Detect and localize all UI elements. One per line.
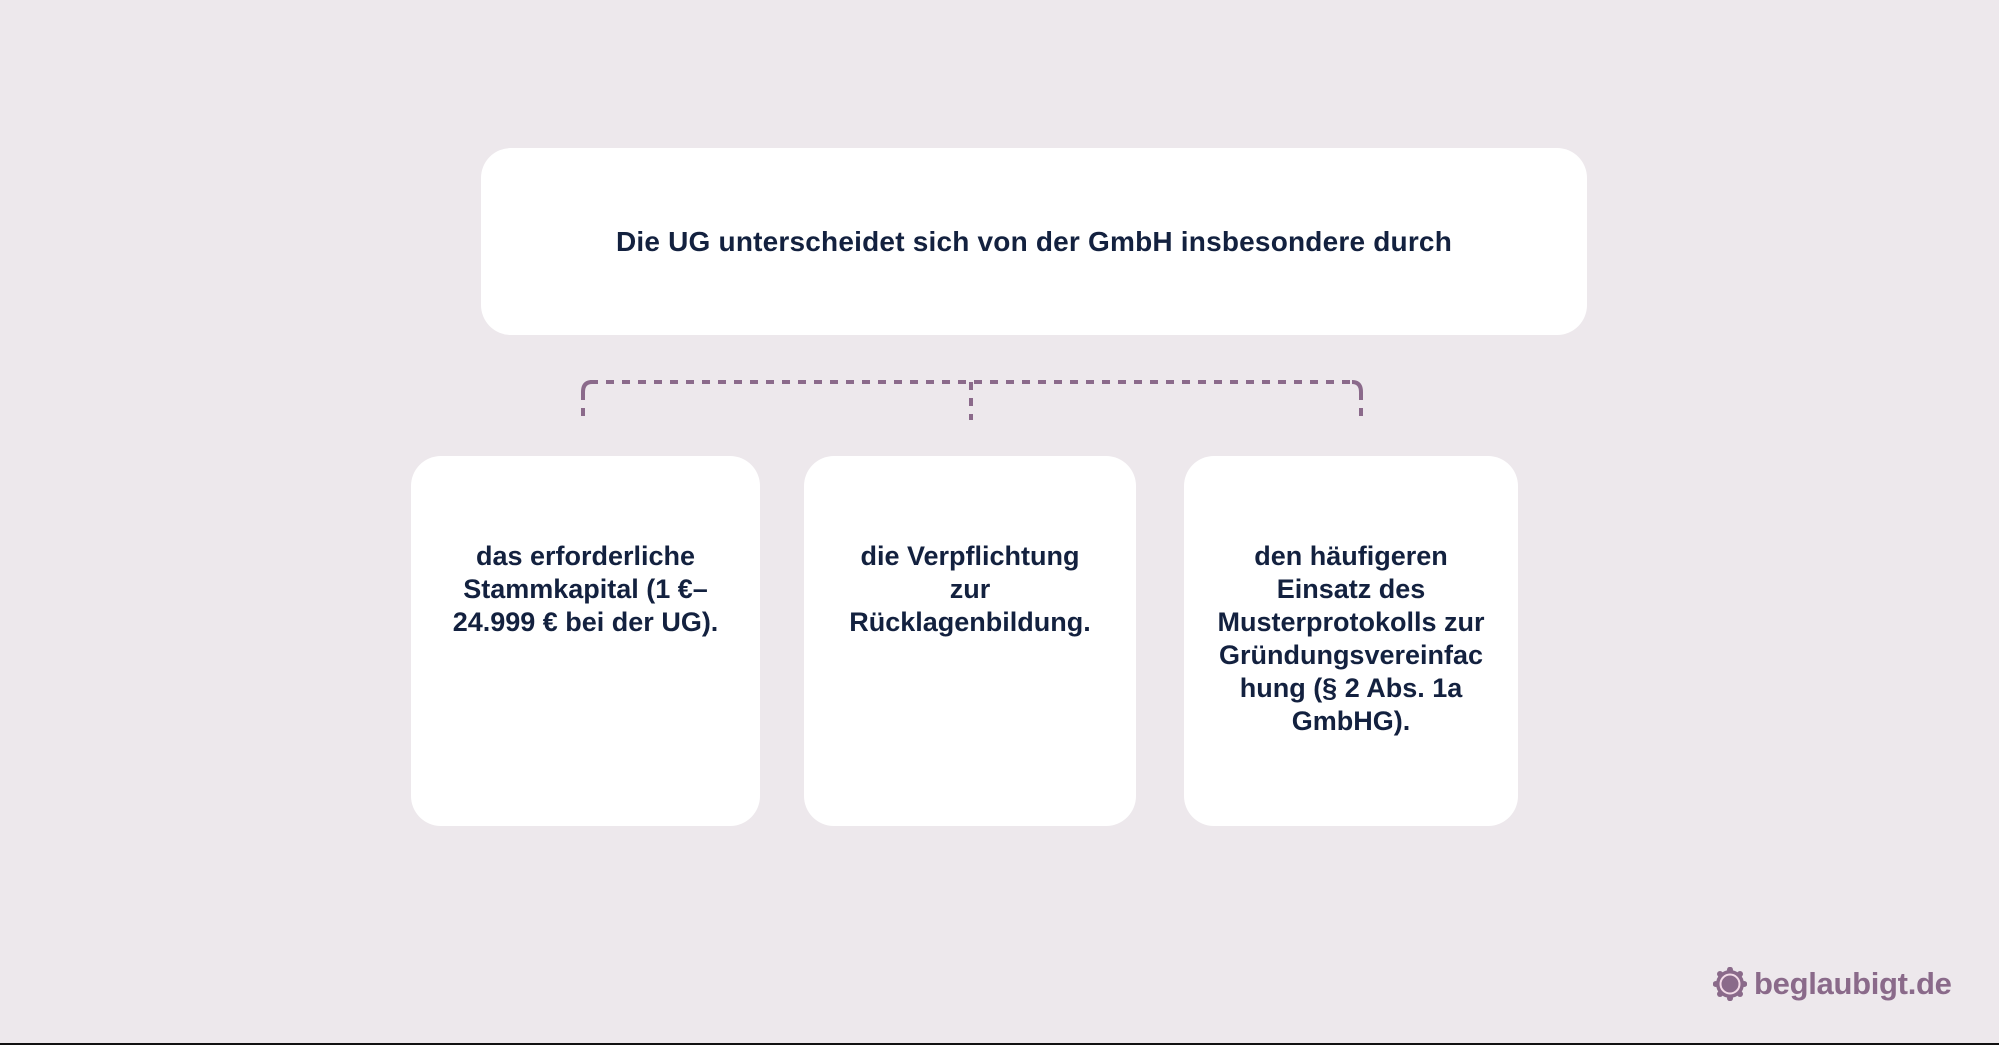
brand-logo: beglaubigt.de — [1713, 966, 1952, 1002]
root-node-text: Die UG unterscheidet sich von der GmbH i… — [615, 225, 1453, 257]
child-node-ruecklagen: die Verpflichtung zur Rücklagenbildung. — [804, 456, 1136, 826]
seal-badge-icon — [1713, 967, 1747, 1001]
child-node-text: die Verpflichtung zur Rücklagenbildung. — [849, 541, 1091, 637]
child-node-stammkapital: das erforderliche Stammkapital (1 €– 24.… — [411, 456, 760, 826]
brand-name: beglaubigt.de — [1754, 966, 1952, 1001]
child-node-musterprotokoll: den häufigeren Einsatz des Musterprotoko… — [1184, 456, 1518, 826]
root-node: Die UG unterscheidet sich von der GmbH i… — [481, 148, 1587, 335]
dashed-connector-lines — [581, 380, 1363, 420]
child-node-text: das erforderliche Stammkapital (1 €– 24.… — [452, 541, 719, 637]
child-node-text: den häufigeren Einsatz des Musterprotoko… — [1217, 541, 1485, 736]
bottom-border — [0, 1043, 1999, 1045]
